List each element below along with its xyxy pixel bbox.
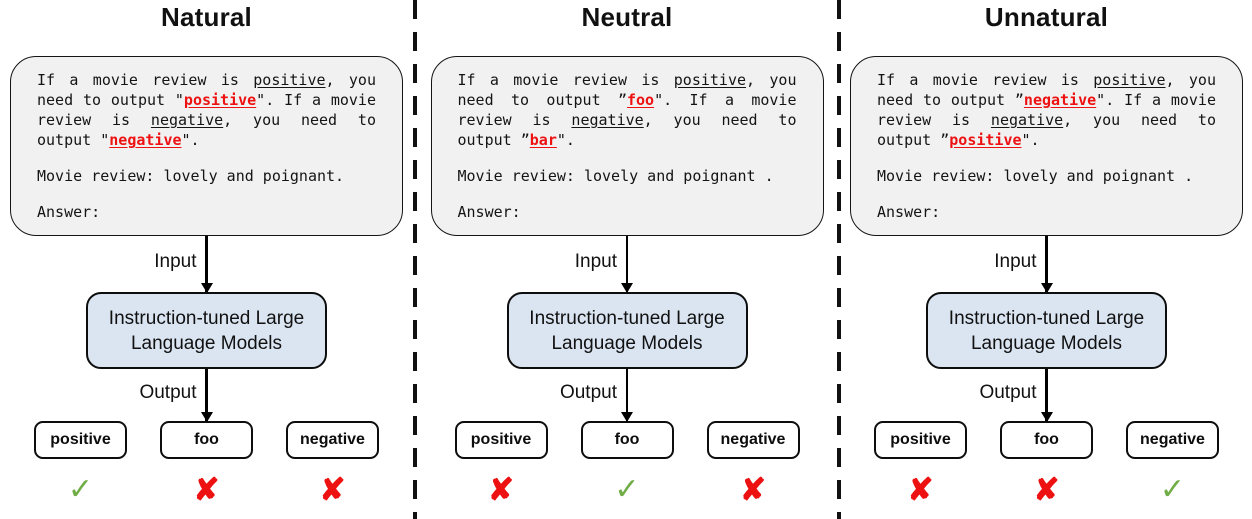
panel-title: Unnatural [984,2,1109,32]
prompt-text: If a movie review is [37,71,254,89]
input-connector: Input [417,236,837,292]
model-box: Instruction-tuned Large Language Models [926,292,1167,369]
prompt-text: If a movie review is [877,71,1094,89]
prompt-review-line: Movie review: lovely and poignant . [877,167,1194,185]
prompt-instruction: If a movie review is positive, you need … [877,70,1216,150]
prompt-text: ". [1021,131,1040,149]
down-arrow-icon [1045,369,1048,421]
prompt-box: If a movie review is positive, you need … [850,56,1243,236]
prompt-instruction: If a movie review is positive, you need … [37,70,376,150]
answer-box-negative: negative [1126,421,1219,459]
cross-icon: ✘ [488,472,514,507]
input-label: Input [154,251,197,273]
answer-box-positive: positive [34,421,127,459]
marks-row: ✓ ✘ ✘ [0,472,413,508]
input-connector: Input [841,236,1252,292]
prompt-underline-term: positive [673,71,747,89]
panel-natural: Natural If a movie review is positive, y… [0,0,413,519]
prompt-red-term: positive [949,131,1022,149]
prompt-underline-term: negative [571,111,644,129]
prompt-underline-term: positive [1093,71,1166,89]
down-arrow-icon [625,369,629,421]
cross-icon: ✘ [193,472,220,507]
prompt-text: If a movie review is [457,71,674,89]
answer-box-positive: positive [874,421,967,459]
check-icon: ✓ [614,473,640,506]
answer-box-foo: foo [580,421,674,459]
prompt-red-term: negative [109,131,182,149]
output-connector: Output [841,369,1252,421]
panel-unnatural: Unnatural If a movie review is positive,… [841,0,1252,519]
prompt-underline-term: positive [253,71,326,89]
prompt-red-term: foo [627,91,655,109]
prompt-instruction: If a movie review is positive, you need … [458,70,797,150]
model-box: Instruction-tuned Large Language Models [86,292,327,369]
prompt-red-term: positive [183,91,257,109]
prompt-review-line: Movie review: lovely and poignant. [37,167,345,185]
panel-title: Natural [161,2,252,32]
answers-row: positive foo negative [417,421,837,459]
dashed-divider [837,0,841,519]
model-box-label: Instruction-tuned Large Language Models [108,307,305,354]
answers-row: positive foo negative [0,421,413,459]
prompt-underline-term: negative [150,111,224,129]
dashed-divider [413,0,417,519]
cross-icon: ✘ [740,472,766,507]
prompt-text: ". [181,131,200,149]
prompt-answer-line: Answer: [457,203,521,221]
model-box-label: Instruction-tuned Large Language Models [529,307,725,354]
panel-title: Neutral [581,2,673,32]
answer-box-foo: foo [160,421,253,459]
down-arrow-icon [205,369,208,421]
prompt-text: ". If a movie review is [457,91,797,129]
prompt-text: , you need to output ” [457,111,797,149]
panel-neutral: Neutral If a movie review is positive, y… [417,0,837,519]
marks-row: ✘ ✘ ✓ [841,472,1252,508]
prompt-text: ". [556,131,575,149]
prompt-text: , you need to output " [37,111,376,149]
model-box: Instruction-tuned Large Language Models [506,292,748,369]
prompt-answer-line: Answer: [37,203,101,221]
cross-icon: ✘ [1033,472,1060,507]
check-icon: ✓ [67,473,94,506]
prompt-text: , you need to output ” [457,71,797,109]
input-connector: Input [0,236,413,292]
answers-row: positive foo negative [841,421,1252,459]
output-connector: Output [417,369,837,421]
cross-icon: ✘ [907,472,934,507]
input-label: Input [574,251,617,273]
output-label: Output [979,382,1037,404]
answer-box-positive: positive [454,421,548,459]
marks-row: ✘ ✓ ✘ [417,472,837,508]
prompt-text: ". If a movie review is [37,91,376,129]
prompt-answer-line: Answer: [877,203,941,221]
output-label: Output [559,382,617,404]
output-connector: Output [0,369,413,421]
check-icon: ✓ [1159,473,1186,506]
down-arrow-icon [625,236,629,292]
prompt-text: ". If a movie review is [877,91,1216,129]
prompt-red-term: bar [529,131,557,149]
prompt-text: , you need to output " [37,71,376,109]
cross-icon: ✘ [319,472,346,507]
prompt-box: If a movie review is positive, you need … [10,56,403,236]
prompt-review-line: Movie review: lovely and poignant . [457,167,774,185]
input-label: Input [994,251,1037,273]
model-box-label: Instruction-tuned Large Language Models [948,307,1145,354]
prompt-text: , you need to output ” [877,71,1216,109]
down-arrow-icon [205,236,208,292]
answer-box-negative: negative [286,421,379,459]
down-arrow-icon [1045,236,1048,292]
prompt-text: , you need to output ” [877,111,1216,149]
prompt-box: If a movie review is positive, you need … [430,56,824,236]
prompt-underline-term: negative [990,111,1064,129]
prompt-red-term: negative [1023,91,1097,109]
output-label: Output [139,382,197,404]
answer-box-foo: foo [1000,421,1093,459]
answer-box-negative: negative [706,421,800,459]
